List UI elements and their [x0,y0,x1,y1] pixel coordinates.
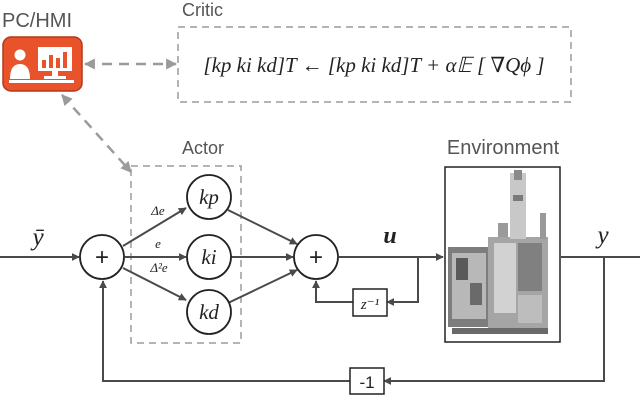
gain-kd-label: kd [199,300,219,324]
actor-box [130,165,242,344]
gain-kp: kp [186,174,232,220]
actor-label: Actor [182,138,224,158]
output-signal-label: y [594,222,609,249]
feedback-gain-block: -1 [349,367,385,395]
hmi-label: PC/HMI [2,10,72,32]
gain-kp-label: kp [199,185,219,209]
gain-ki-label: ki [201,245,216,269]
industrial-machine-photo [444,166,561,343]
sum-junction-actor: + [293,234,339,280]
feedback-line-left [99,280,350,382]
delta-e-label: Δe [150,203,165,218]
critic-equation: [kp ki kd]T ← [kp ki kd]T + α𝔼 [ ∇Qϕ ] [203,53,544,77]
sum-junction-actor-symbol: + [309,244,323,271]
delay-loop-out [312,280,353,303]
delay-label: z⁻¹ [360,297,380,313]
reference-signal-label: ȳ [29,224,44,251]
link-sum1-kd [122,267,187,301]
sum-junction-input: + [79,234,125,280]
delay-block: z⁻¹ [352,288,388,317]
link-kp-sum2 [227,209,298,245]
hmi-actor-link [61,94,132,173]
delay-loop-in [386,257,419,306]
gain-ki: ki [186,234,232,280]
feedback-line-right [383,257,605,385]
delta2-e-label: Δ²e [149,260,168,275]
e-label: e [155,236,161,251]
critic-box [177,26,572,103]
critic-label: Critic [182,0,223,20]
link-kd-sum2 [227,269,298,304]
feedback-gain-label: -1 [359,373,374,392]
sum-junction-input-symbol: + [95,244,109,271]
control-signal-label: u [383,223,396,249]
operator-workstation-icon [2,36,83,92]
environment-label: Environment [447,137,560,159]
link-sum1-kp [122,207,187,247]
gain-kd: kd [186,289,232,335]
